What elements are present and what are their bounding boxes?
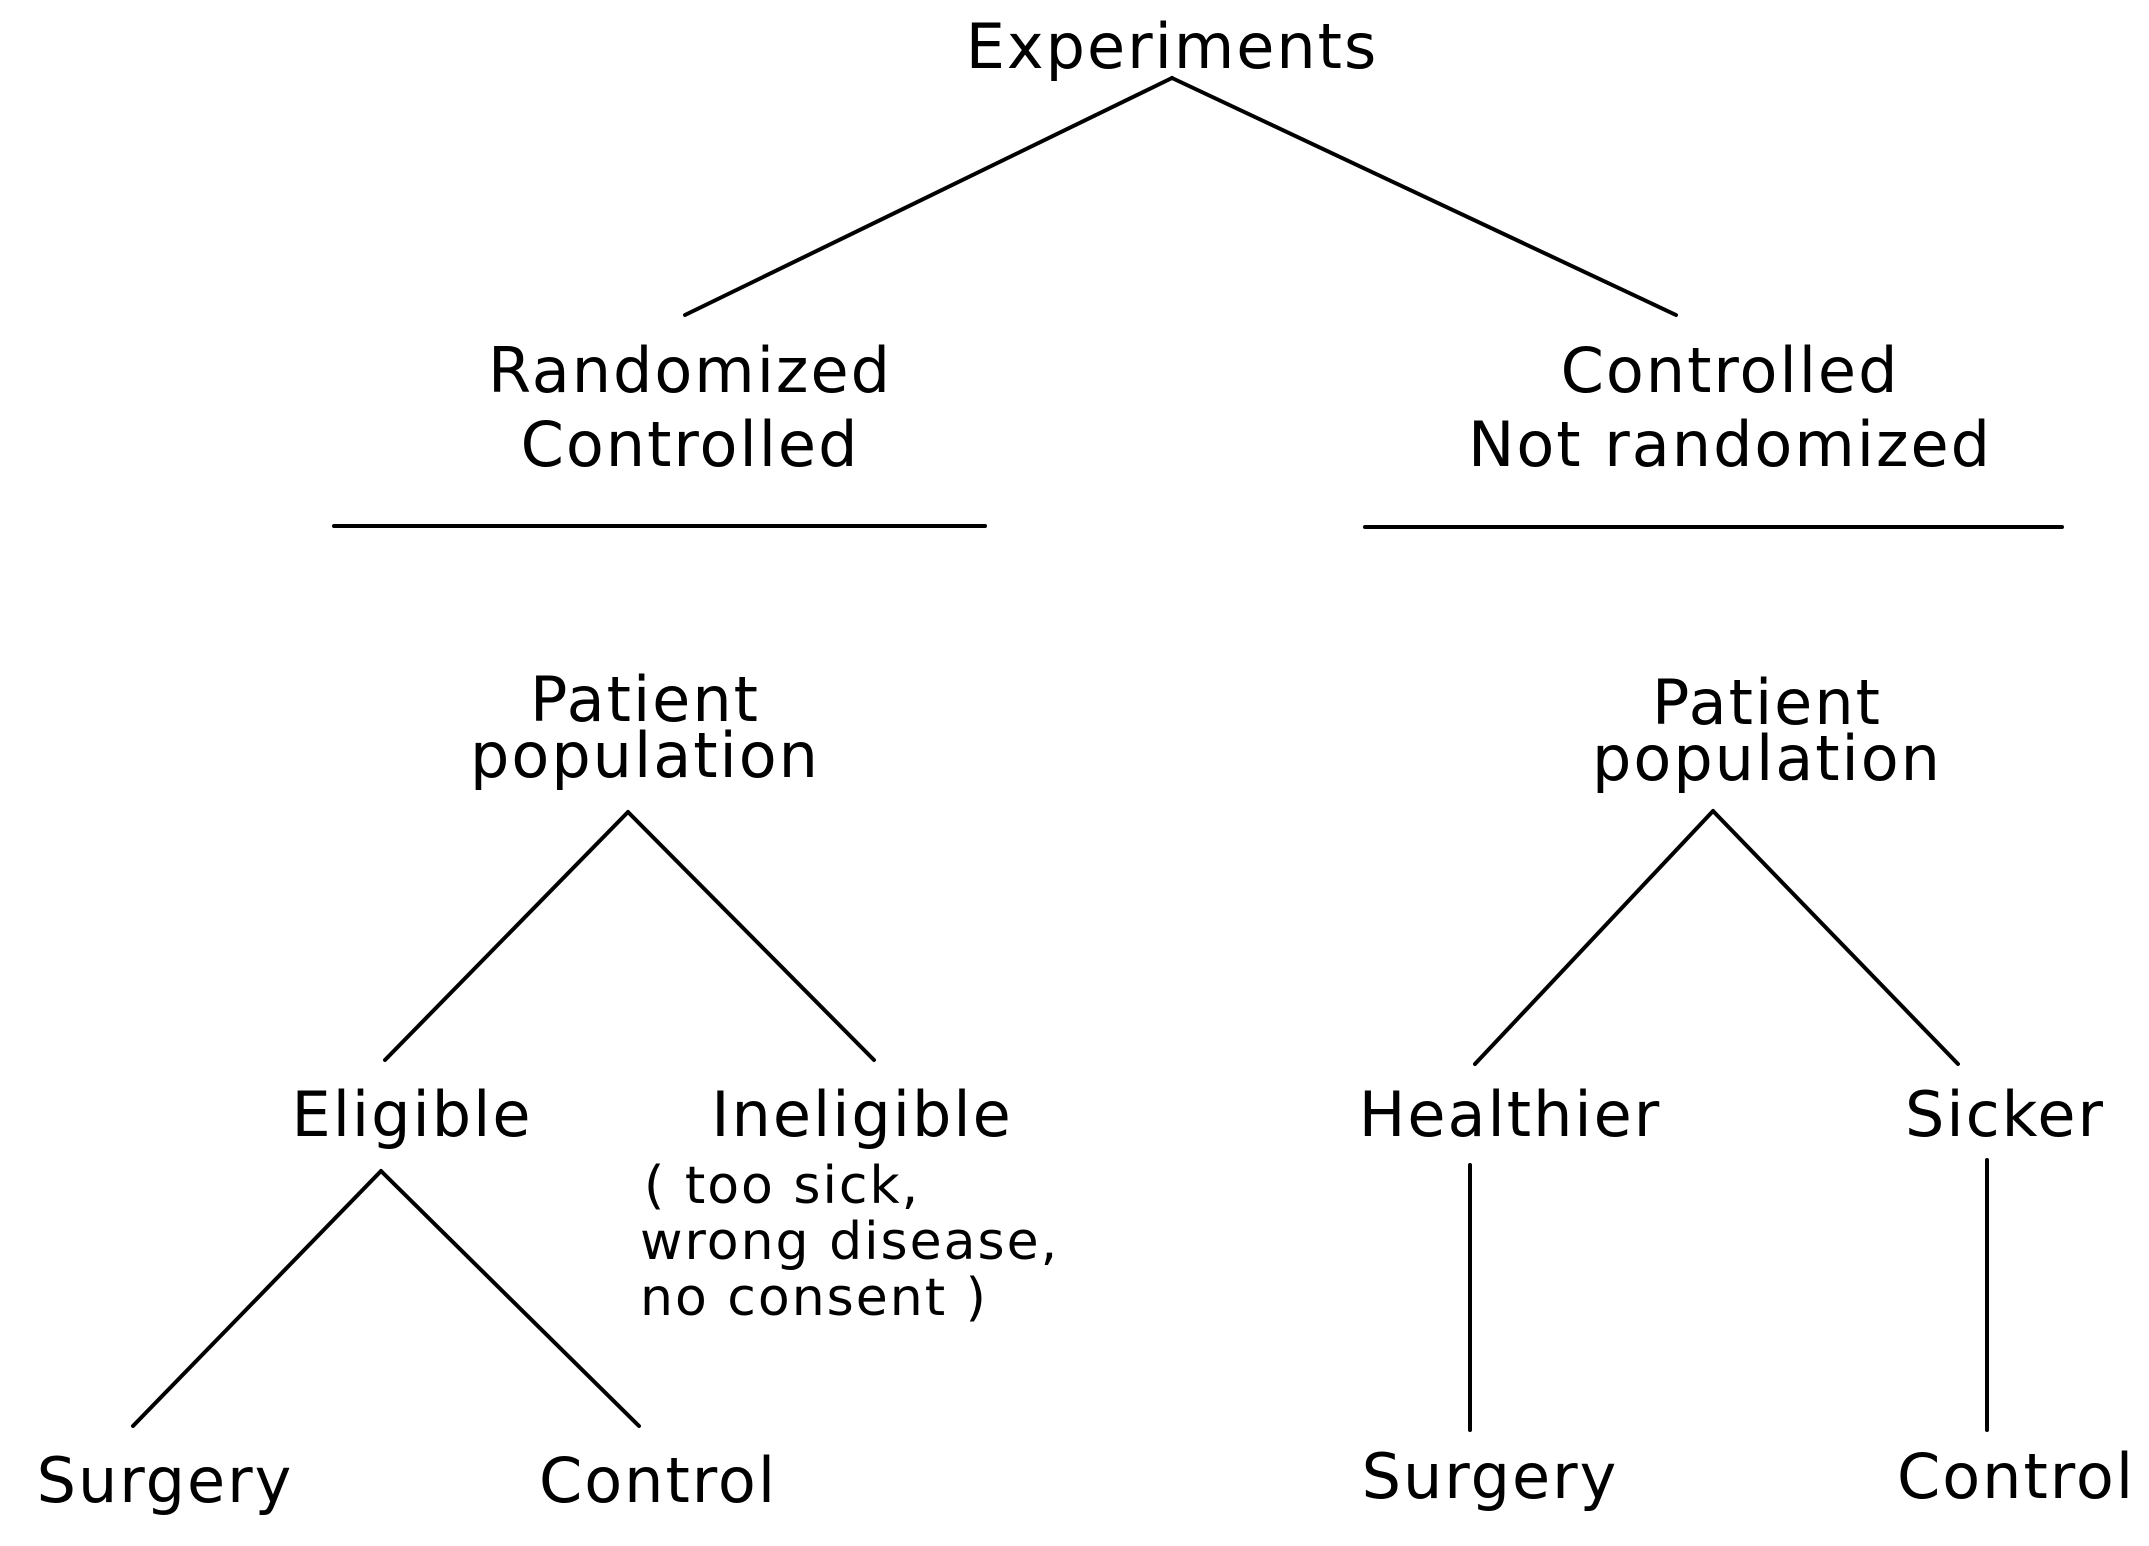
node-patient-population-right-line-1: Patient bbox=[1652, 666, 1882, 739]
node-randomized-controlled-line-1: Randomized bbox=[488, 334, 892, 407]
edge-eligible-control bbox=[379, 1169, 641, 1428]
node-randomized-controlled: Randomized Controlled bbox=[488, 334, 892, 482]
edge-eligible-surgery bbox=[131, 1169, 383, 1428]
ineligible-note-line-1: ( too sick, bbox=[644, 1156, 921, 1216]
edge-population-healthier bbox=[1473, 809, 1715, 1066]
node-experiments: Experiments bbox=[965, 10, 1379, 83]
ineligible-note-line-3: no consent ) bbox=[640, 1268, 988, 1328]
node-patient-population-left-line-1: Patient bbox=[530, 663, 760, 736]
node-eligible: Eligible bbox=[291, 1078, 533, 1151]
node-sicker: Sicker bbox=[1905, 1078, 2105, 1151]
ineligible-note-line-2: wrong disease, bbox=[640, 1212, 1060, 1272]
edge-population-sicker bbox=[1711, 809, 1960, 1066]
edge-root-nonrandomized bbox=[1170, 76, 1678, 317]
node-controlled-not-randomized-line-1: Controlled bbox=[1560, 334, 1900, 407]
node-healthier: Healthier bbox=[1358, 1078, 1662, 1151]
node-patient-population-left: Patient population bbox=[470, 663, 820, 792]
node-ineligible: Ineligible bbox=[711, 1078, 1013, 1151]
node-patient-population-right: Patient population bbox=[1592, 666, 1942, 795]
node-controlled-not-randomized-line-2: Not randomized bbox=[1467, 408, 1993, 481]
node-surgery-right: Surgery bbox=[1361, 1440, 1619, 1513]
node-controlled-not-randomized: Controlled Not randomized bbox=[1468, 334, 1992, 482]
node-patient-population-left-line-2: population bbox=[470, 719, 820, 792]
edge-population-eligible bbox=[383, 810, 630, 1062]
node-ineligible-note: ( too sick, wrong disease, no consent ) bbox=[640, 1158, 1059, 1326]
edge-population-ineligible bbox=[626, 810, 876, 1062]
node-patient-population-right-line-2: population bbox=[1592, 722, 1942, 795]
node-randomized-controlled-line-2: Controlled bbox=[520, 408, 860, 481]
node-surgery-left: Surgery bbox=[36, 1444, 294, 1517]
edge-root-randomized bbox=[683, 76, 1174, 317]
node-control-left: Control bbox=[538, 1444, 778, 1517]
node-control-right: Control bbox=[1896, 1440, 2136, 1513]
